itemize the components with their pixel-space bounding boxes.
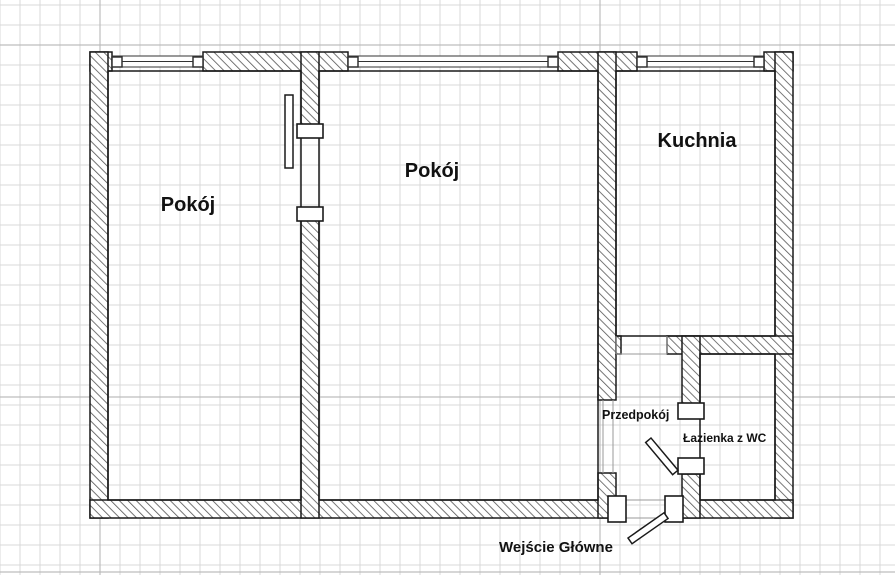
room-label-middle: Pokój (405, 160, 459, 182)
window (636, 55, 765, 68)
wall-segment (615, 335, 622, 355)
window-post (753, 56, 765, 68)
window-post (636, 56, 648, 68)
door-leaf (644, 436, 680, 476)
door-leaf (284, 94, 294, 169)
door-jamb (607, 495, 627, 523)
wall-segment (597, 51, 617, 401)
room-outline (107, 70, 302, 501)
window-post (192, 56, 204, 68)
window (347, 55, 559, 68)
window (111, 55, 204, 68)
wall-segment (89, 51, 109, 519)
door-jamb (677, 457, 705, 475)
room-outline (318, 70, 599, 501)
wall-segment (202, 51, 349, 72)
walls (89, 51, 794, 519)
door-jamb (296, 206, 324, 222)
window-post (547, 56, 559, 68)
door-jamb (664, 495, 684, 523)
window-post (111, 56, 123, 68)
doors (284, 94, 705, 545)
door-leaf (626, 511, 670, 545)
entrance-label: Wejście Główne (499, 539, 613, 556)
room-labels: Pokój Pokój Kuchnia Przedpokój Łazienka … (161, 130, 767, 556)
room-label-bathroom: Łazienka z WC (683, 431, 767, 445)
wall-segment (300, 218, 320, 519)
window-post (347, 56, 359, 68)
room-label-left: Pokój (161, 194, 215, 216)
room-label-hall: Przedpokój (602, 408, 669, 422)
wall-segment (774, 51, 794, 519)
door-jamb (296, 123, 324, 139)
room-label-kitchen: Kuchnia (658, 130, 738, 152)
room-outline (615, 70, 776, 337)
wall-segment (89, 499, 616, 519)
room-outline (699, 353, 776, 501)
door-jamb (677, 402, 705, 420)
wall-segment (681, 473, 701, 519)
windows (111, 55, 765, 68)
wall-segment (681, 335, 701, 407)
